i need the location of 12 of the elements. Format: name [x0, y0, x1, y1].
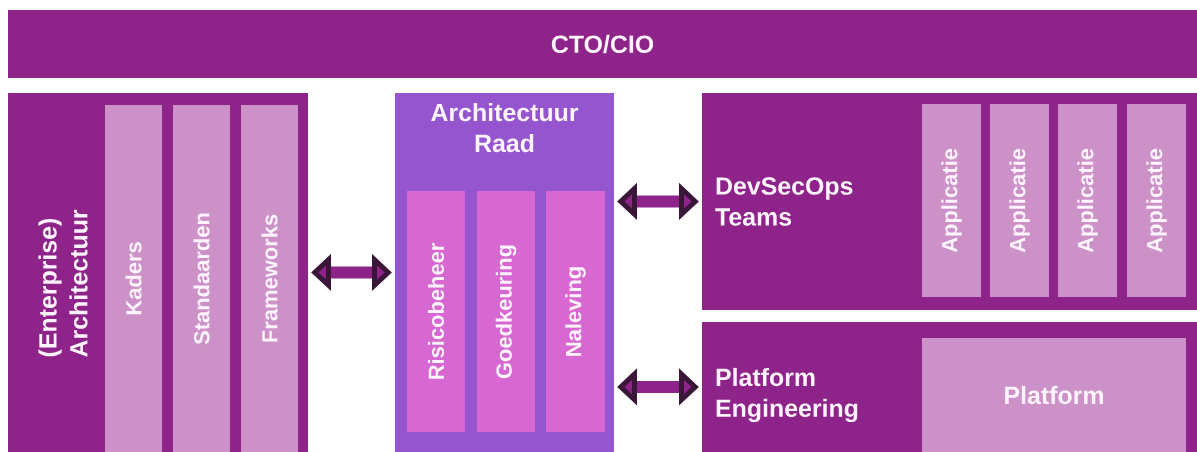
column-box: Kaders — [105, 105, 162, 452]
column-box: Applicatie — [1058, 104, 1117, 297]
column-box: Frameworks — [241, 105, 298, 452]
column-box: Risicobeheer — [407, 191, 465, 432]
column-box: Standaarden — [173, 105, 230, 452]
header-bar: CTO/CIO — [8, 10, 1197, 78]
platform-box: Platform — [922, 338, 1186, 452]
column-box: Applicatie — [922, 104, 981, 297]
column-box: Applicatie — [990, 104, 1049, 297]
column-box: Goedkeuring — [477, 191, 535, 432]
column-box: Applicatie — [1127, 104, 1186, 297]
column-box: Naleving — [546, 191, 605, 432]
